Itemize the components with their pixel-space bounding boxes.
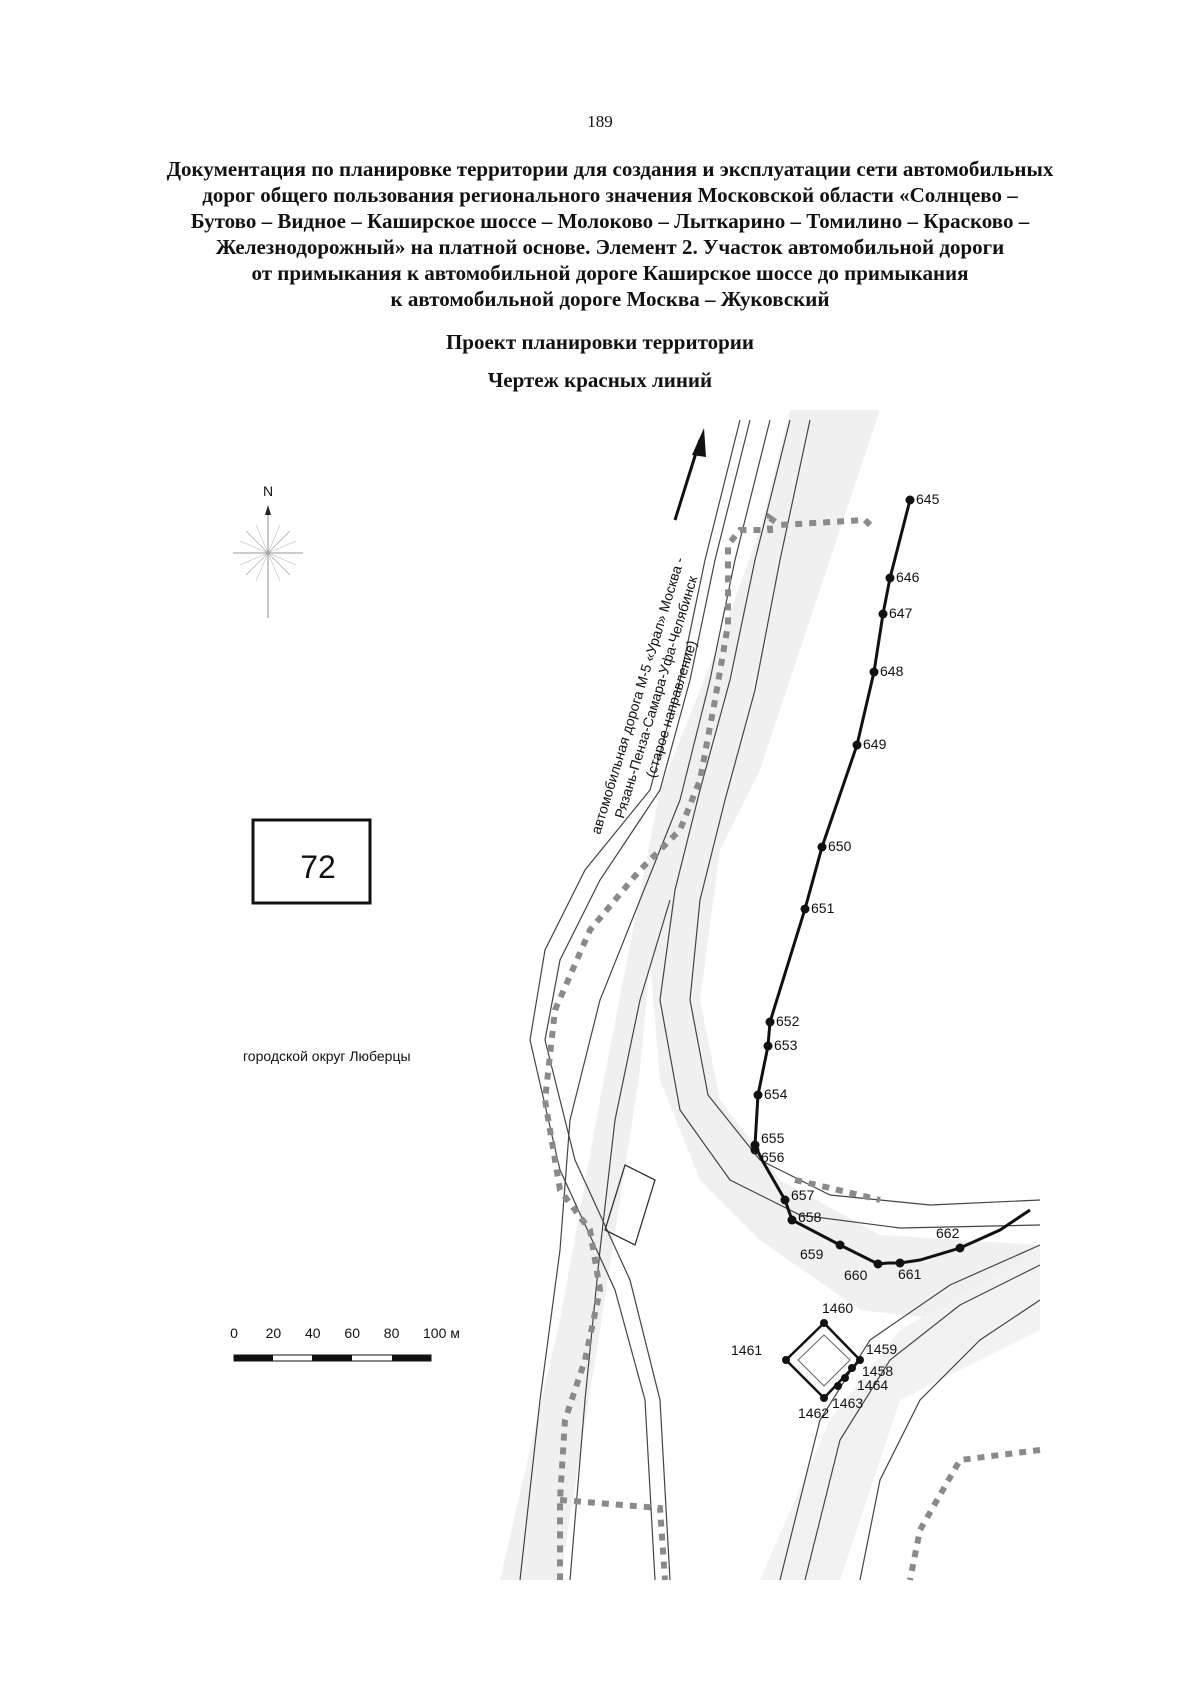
red-line-point [817,842,827,852]
red-line-point [800,904,810,914]
sheet-number: 72 [300,849,336,885]
drawing-subtitle: Чертеж красных линий [487,368,713,392]
red-line-point-label: 645 [916,491,940,507]
parcel-point-label: 1458 [862,1363,893,1379]
title-line: Железнодорожный» на платной основе. Элем… [215,235,1005,259]
parcel-point-label: 1460 [822,1300,853,1316]
red-line-point-label: 647 [889,605,913,621]
red-line-point [878,609,888,619]
red-line-point-label: 646 [896,569,920,585]
red-line-point-label: 648 [880,663,904,679]
title-line: Бутово – Видное – Каширское шоссе – Моло… [190,209,1030,233]
overpass [604,1164,656,1246]
red-line-point [780,1195,790,1205]
road-corridor [500,410,1040,1580]
red-line-point-label: 659 [800,1246,824,1262]
title-line: Документация по планировке территории дл… [166,157,1054,181]
sheet-number-box: 72 [251,818,372,905]
red-line-point [873,1259,883,1269]
parcel-point-label: 1463 [832,1395,863,1411]
red-line-point [905,495,915,505]
north-arrow: N [233,483,303,618]
district-label: городской округ Люберцы [243,1048,411,1064]
red-line-point [885,573,895,583]
red-line-point [750,1145,760,1155]
red-line-point [852,740,862,750]
red-line: 645 646 647 648 649 650 651 652 653 654 655 656 657 6… [750,491,1031,1283]
parcel-point-label: 1464 [857,1377,888,1393]
document-title: Документация по планировке территории дл… [110,156,1110,312]
red-line-point-label: 660 [844,1267,868,1283]
scale-tick-label: 20 [266,1325,282,1341]
scale-tick-label: 100 м [423,1325,460,1341]
red-line-point-label: 652 [776,1013,800,1029]
red-line-point-label: 650 [828,838,852,854]
project-subtitle: Проект планировки территории [445,330,755,354]
scale-bar: 0 20 40 60 80 100 м [230,1325,460,1362]
title-line: к автомобильной дороге Москва – Жуковски… [390,287,830,311]
red-line-point-label: 656 [761,1149,785,1165]
red-line-point [765,1017,775,1027]
scale-tick-label: 40 [305,1325,321,1341]
red-line-point-label: 653 [774,1037,798,1053]
red-line-point-label: 661 [898,1266,922,1282]
red-line-point-label: 649 [863,736,887,752]
page-number: 189 [587,112,613,131]
title-line: дорог общего пользования регионального з… [202,183,1018,207]
parcel-point [834,1382,842,1390]
parcel-point [782,1356,790,1364]
parcel-point [841,1374,849,1382]
red-line-point [955,1243,965,1253]
parcel-point [848,1364,856,1372]
red-line-point [753,1090,763,1100]
red-line-point [895,1258,905,1268]
parcel-point-label: 1462 [798,1405,829,1421]
red-line-point-label: 658 [798,1209,822,1225]
direction-arrow [673,428,706,521]
red-line-point [869,667,879,677]
red-line-point [787,1215,797,1225]
road-edges [519,419,1040,1580]
north-label: N [263,483,273,499]
red-line-point [763,1041,773,1051]
scale-tick-label: 80 [384,1325,400,1341]
parcel-point [820,1319,828,1327]
red-line-point [835,1240,845,1250]
red-line-point-label: 657 [791,1187,815,1203]
parcel-point-label: 1459 [866,1341,897,1357]
parcel-point [820,1394,828,1402]
parcel-point-label: 1461 [731,1342,762,1358]
red-line-point-label: 651 [811,900,835,916]
red-line-point-label: 654 [764,1086,788,1102]
red-line-point-label: 662 [936,1225,960,1241]
parcel-point [856,1356,864,1364]
red-line-point-label: 655 [761,1130,785,1146]
scale-tick-label: 0 [230,1325,238,1341]
district-boundary [541,512,1041,1581]
scale-tick-label: 60 [344,1325,360,1341]
title-line: от примыкания к автомобильной дороге Каш… [251,261,969,285]
